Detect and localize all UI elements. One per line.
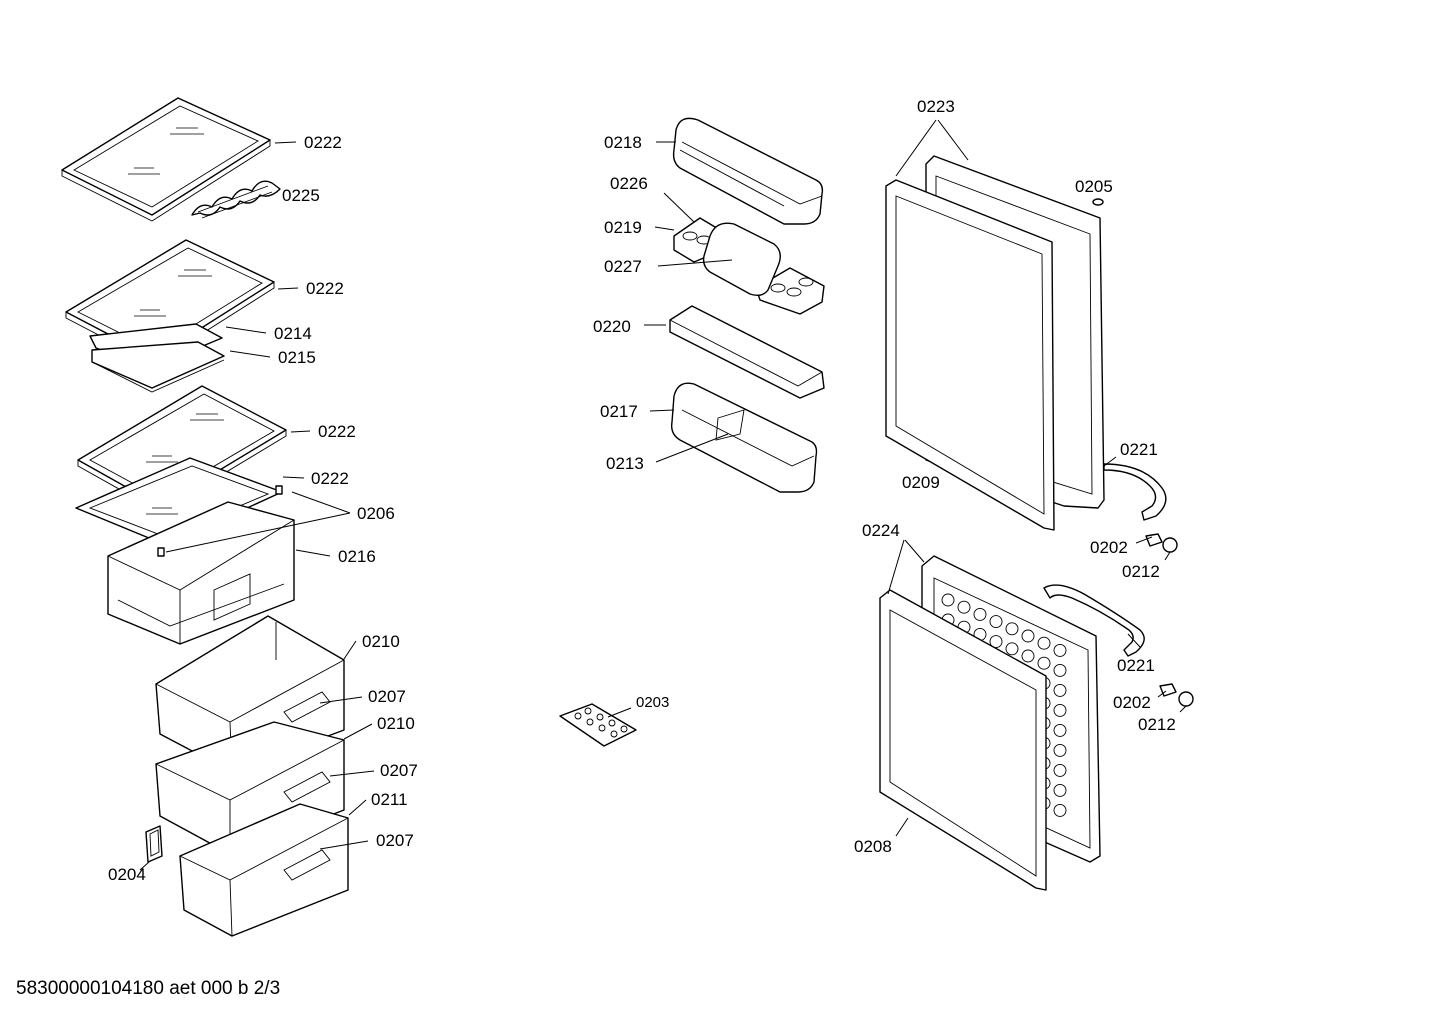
dimple (1053, 763, 1067, 777)
callout-0207-b: 0207 (380, 761, 418, 780)
callout-0207-c: 0207 (376, 831, 414, 850)
callout-0209: 0209 (902, 473, 940, 492)
fridge-door-gasket (885, 179, 1055, 531)
bottle-rack-part (191, 180, 281, 219)
callout-0202-a: 0202 (1090, 538, 1128, 557)
callout-0227: 0227 (604, 257, 642, 276)
crisper-box (107, 501, 295, 645)
dimple (1053, 703, 1067, 717)
callout-0219: 0219 (604, 218, 642, 237)
callout-0210-a: 0210 (362, 632, 400, 651)
callout-0216: 0216 (338, 547, 376, 566)
callout-0223: 0223 (917, 97, 955, 116)
glass-shelf-4 (75, 457, 283, 546)
callout-0213: 0213 (606, 454, 644, 473)
callout-0203: 0203 (636, 694, 669, 711)
freezer-door-gasket (879, 589, 1047, 891)
dimple (1005, 622, 1019, 636)
dimple (989, 615, 1003, 629)
dimple (957, 600, 971, 614)
clip-parts (157, 485, 283, 557)
callout-0207-a: 0207 (368, 687, 406, 706)
handle-upper (1103, 463, 1167, 521)
screw-and-cap (1145, 533, 1194, 707)
callout-0215: 0215 (278, 348, 316, 367)
ice-cube-tray (559, 703, 637, 747)
callout-0214: 0214 (274, 324, 312, 343)
callout-0210-b: 0210 (377, 714, 415, 733)
callout-0217: 0217 (600, 402, 638, 421)
callout-0202-b: 0202 (1113, 693, 1151, 712)
dimple (1053, 683, 1067, 697)
drawer-3 (179, 803, 349, 937)
glass-shelf-top (61, 97, 271, 222)
dimple (941, 593, 955, 607)
callout-0204: 0204 (108, 865, 146, 884)
callout-0218: 0218 (604, 133, 642, 152)
callout-0212-b: 0212 (1138, 715, 1176, 734)
callout-0208: 0208 (854, 837, 892, 856)
door-rack-bottom (670, 382, 818, 493)
dimple (989, 635, 1003, 649)
callout-0225: 0225 (282, 186, 320, 205)
dimple (1005, 642, 1019, 656)
callout-0224: 0224 (862, 521, 900, 540)
dimple (1053, 663, 1067, 677)
callout-0222-c: 0222 (318, 422, 356, 441)
callout-0211: 0211 (371, 790, 408, 809)
callout-0221-b: 0221 (1117, 656, 1155, 675)
butter-dish-lid (702, 222, 781, 297)
dimple (1053, 803, 1067, 817)
callout-0221-a: 0221 (1120, 440, 1158, 459)
dimple (1037, 656, 1051, 670)
dimple (1053, 643, 1067, 657)
small-cap-0205 (1092, 198, 1104, 206)
callout-0205: 0205 (1075, 177, 1113, 196)
callout-0222-a: 0222 (304, 133, 342, 152)
callout-labels: 0222 0225 0222 0214 0215 0222 0222 0206 … (108, 97, 1176, 884)
drawing-reference-number: 58300000104180 aet 000 b 2/3 (16, 978, 281, 999)
dimple (1021, 629, 1035, 643)
callout-0226: 0226 (610, 174, 648, 193)
callout-0222-b: 0222 (306, 279, 344, 298)
leader-lines (139, 119, 1187, 871)
door-rack-middle (669, 305, 825, 399)
dimple (1037, 636, 1051, 650)
callout-0222-d: 0222 (311, 469, 349, 488)
dimple (1053, 743, 1067, 757)
door-rack-top (672, 117, 824, 225)
handle-lower (1043, 584, 1145, 657)
callout-0220: 0220 (593, 317, 631, 336)
small-frame-part (145, 825, 163, 863)
dimple (1053, 723, 1067, 737)
callout-0212-a: 0212 (1122, 562, 1160, 581)
dimple (1021, 649, 1035, 663)
dimple (973, 607, 987, 621)
callout-0206: 0206 (357, 504, 395, 523)
dimple (1053, 783, 1067, 797)
shelf-frame (91, 341, 225, 393)
